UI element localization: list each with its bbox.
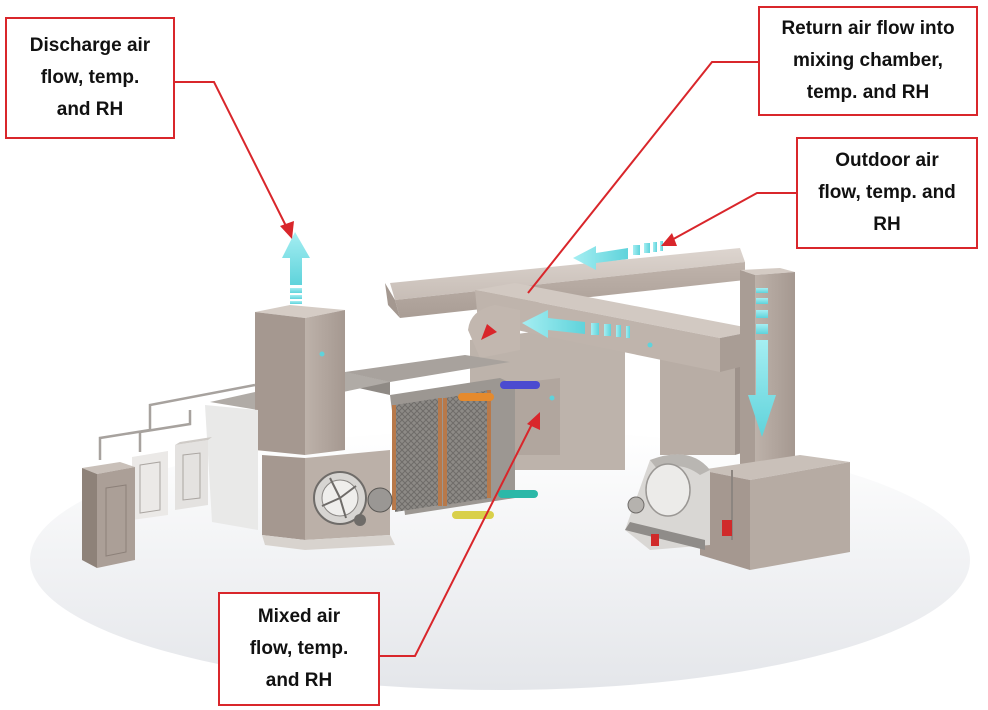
discharge-air-flow-arrow — [282, 232, 310, 304]
outdoor-air-callout: Outdoor air flow, temp. and RH — [796, 137, 978, 249]
discharge-line-2: flow, temp. — [40, 67, 140, 88]
heating-coil — [445, 390, 490, 505]
intake-downflow-arrow — [748, 288, 776, 437]
return-line-3: temp. and RH — [806, 82, 930, 103]
mixed-line-2: flow, temp. — [249, 638, 349, 659]
return-air-flow-arrow — [522, 310, 630, 338]
leader-lines — [174, 61, 797, 657]
coil-pipes — [452, 381, 540, 519]
mixed-line-1: Mixed air — [257, 606, 341, 627]
discharge-tower-top — [255, 305, 345, 318]
supply-fan — [313, 471, 393, 526]
coil-section-roof — [345, 355, 510, 382]
discharge-line-3: and RH — [56, 99, 124, 120]
outdoor-sensor — [722, 520, 732, 536]
return-line-2: mixing chamber, — [793, 50, 943, 71]
return-air-duct — [475, 283, 760, 338]
mixed-air-callout: Mixed air flow, temp. and RH — [218, 592, 380, 706]
outdoor-air-intake-tower — [740, 268, 795, 275]
discharge-line-1: Discharge air — [29, 35, 151, 56]
return-air-callout: Return air flow into mixing chamber, tem… — [758, 6, 978, 116]
electrical-cabinets — [82, 383, 256, 568]
return-line-1: Return air flow into — [781, 18, 955, 39]
outdoor-air-fan-base — [700, 455, 850, 480]
filter-panel — [205, 405, 258, 530]
cooling-coil — [395, 398, 440, 512]
mixed-line-3: and RH — [265, 670, 333, 691]
discharge-tower — [255, 312, 305, 455]
outdoor-air-duct — [390, 248, 745, 300]
outdoor-fan — [625, 454, 710, 550]
outdoor-line-2: flow, temp. and — [818, 182, 956, 203]
supply-fan-housing — [262, 455, 305, 540]
outdoor-line-3: RH — [873, 214, 901, 235]
discharge-air-callout: Discharge air flow, temp. and RH — [5, 17, 175, 139]
leader-arrowheads — [280, 221, 677, 430]
outdoor-line-1: Outdoor air — [835, 150, 939, 171]
